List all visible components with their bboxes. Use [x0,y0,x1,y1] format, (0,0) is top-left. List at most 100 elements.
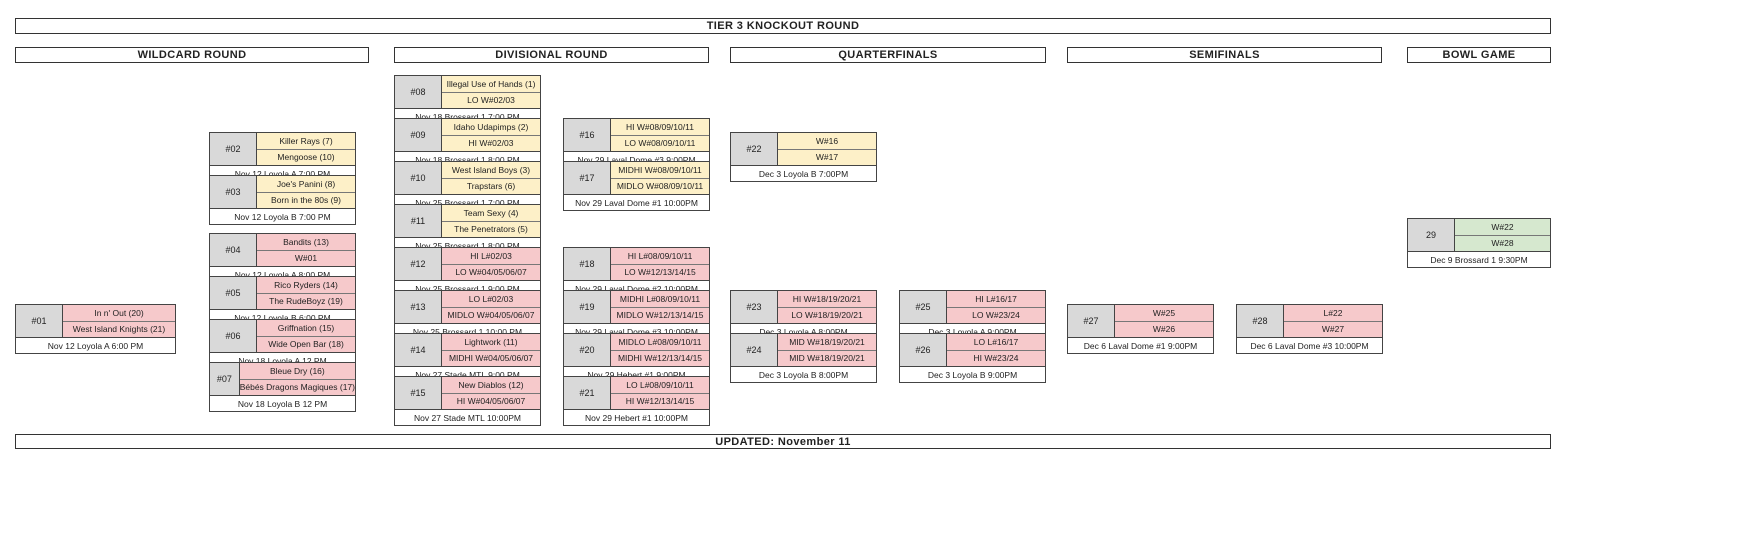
game-schedule: Nov 29 Laval Dome #3 9:00PM [564,151,709,167]
team-top: MIDLO L#08/09/10/11 [611,334,709,350]
team-bottom: W#27 [1284,320,1382,337]
round-header-divisional: DIVISIONAL ROUND [394,47,709,63]
game-schedule: Nov 12 Loyola B 7:00 PM [210,208,355,224]
team-bottom: HI W#02/03 [442,134,540,151]
team-bottom: LO W#02/03 [442,91,540,108]
team-top: HI L#02/03 [442,248,540,264]
team-bottom: HI W#12/13/14/15 [611,392,709,409]
team-bottom: West Island Knights (21) [63,320,175,337]
game-schedule: Nov 29 Laval Dome #3 10:00PM [564,323,709,339]
game-number: #24 [731,334,778,366]
team-bottom: LO W#12/13/14/15 [611,263,709,280]
game-schedule: Dec 9 Brossard 1 9:30PM [1408,251,1550,267]
game-number: #14 [395,334,442,366]
game-number: #08 [395,76,442,108]
game-number: #25 [900,291,947,323]
game-number: #28 [1237,305,1284,337]
team-bottom: W#17 [778,148,876,165]
game-schedule: Nov 25 Brossard 1 7:00 PM [395,194,540,210]
game-number: #10 [395,162,442,194]
team-bottom: Wide Open Bar (18) [257,335,355,352]
round-header-quarterfinals: QUARTERFINALS [730,47,1046,63]
game-number: #12 [395,248,442,280]
game-schedule: Nov 18 Loyola B 12 PM [210,395,355,411]
team-top: New Diablos (12) [442,377,540,393]
team-top: Bleue Dry (16) [239,363,355,379]
game-number: #19 [564,291,611,323]
game-number: #17 [564,162,611,194]
team-bottom: MIDLO W#04/05/06/07 [442,306,540,323]
team-bottom: LO W#04/05/06/07 [442,263,540,280]
game-number: #09 [395,119,442,151]
game-schedule: Dec 3 Loyola A 8:00PM [731,323,876,339]
game-number: #20 [564,334,611,366]
team-bottom: MIDLO W#08/09/10/11 [611,177,709,194]
game-number: #16 [564,119,611,151]
game-schedule: Nov 12 Loyola B 6:00 PM [210,309,355,325]
game-number: #15 [395,377,442,409]
team-bottom: Bébés Dragons Magiques (17) [239,378,355,395]
team-top: Team Sexy (4) [442,205,540,221]
team-bottom: Mengoose (10) [257,148,355,165]
team-top: Rico Ryders (14) [257,277,355,293]
round-header-wildcard: WILDCARD ROUND [15,47,369,63]
team-bottom: HI W#04/05/06/07 [442,392,540,409]
game-number: #01 [16,305,63,337]
game-number: #11 [395,205,442,237]
team-bottom: The Penetrators (5) [442,220,540,237]
game-schedule: Nov 12 Loyola A 7:00 PM [210,165,355,181]
team-bottom: W#28 [1455,234,1550,251]
game-schedule: Dec 3 Loyola B 8:00PM [731,366,876,382]
game-schedule: Dec 3 Loyola B 7:00PM [731,165,876,181]
game-number: #05 [210,277,257,309]
team-bottom: HI W#23/24 [947,349,1045,366]
game-number: #21 [564,377,611,409]
team-bottom: LO W#23/24 [947,306,1045,323]
game-schedule: Nov 25 Brossard 1 9:00 PM [395,280,540,296]
team-top: MIDHI L#08/09/10/11 [611,291,709,307]
team-bottom: Trapstars (6) [442,177,540,194]
team-top: HI L#08/09/10/11 [611,248,709,264]
game-schedule: Nov 27 Stade MTL 9:00 PM [395,366,540,382]
team-bottom: The RudeBoyz (19) [257,292,355,309]
team-top: Killer Rays (7) [257,133,355,149]
team-bottom: LO W#18/19/20/21 [778,306,876,323]
team-bottom: MIDHI W#12/13/14/15 [611,349,709,366]
team-top: Idaho Udapimps (2) [442,119,540,135]
game-number: #13 [395,291,442,323]
game-number: #22 [731,133,778,165]
game-schedule: Dec 6 Laval Dome #3 10:00PM [1237,337,1382,353]
game-number: 29 [1408,219,1455,251]
game-number: #27 [1068,305,1115,337]
team-top: LO L#16/17 [947,334,1045,350]
team-top: W#16 [778,133,876,149]
game-schedule: Nov 18 Loyola A 12 PM [210,352,355,368]
game-schedule: Nov 18 Brossard 1 7:00 PM [395,108,540,124]
team-top: HI L#16/17 [947,291,1045,307]
game-schedule: Nov 29 Hebert #1 9:00PM [564,366,709,382]
team-bottom: W#01 [257,249,355,266]
team-top: Bandits (13) [257,234,355,250]
game-number: #06 [210,320,257,352]
team-top: In n' Out (20) [63,305,175,321]
team-bottom: MIDLO W#12/13/14/15 [611,306,709,323]
